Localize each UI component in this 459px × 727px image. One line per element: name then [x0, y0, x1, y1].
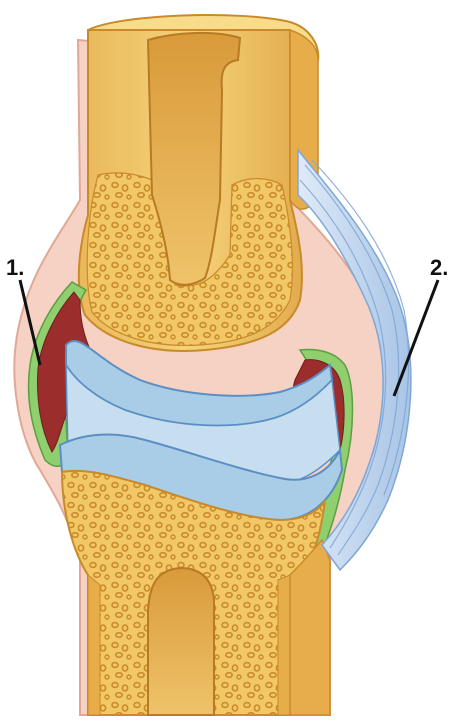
lower-medullary-cavity	[148, 568, 214, 715]
lower-compact-bone-left	[88, 575, 100, 715]
label-2: 2.	[430, 255, 448, 280]
lower-compact-bone-right	[278, 575, 290, 715]
label-1: 1.	[6, 255, 24, 280]
